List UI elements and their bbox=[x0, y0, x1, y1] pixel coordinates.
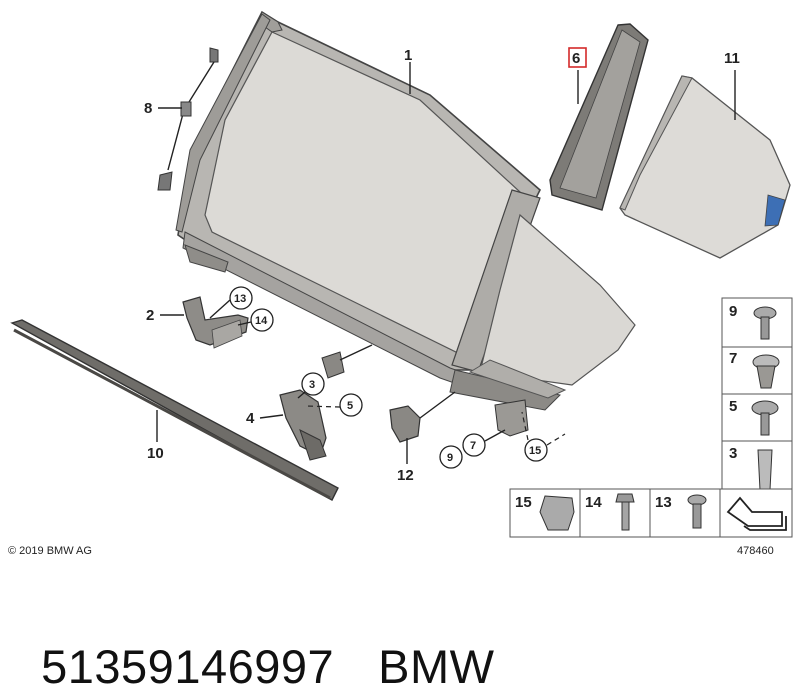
part-4-motor bbox=[279, 389, 327, 461]
part-8-cable bbox=[157, 47, 219, 191]
part-blind-extension bbox=[449, 213, 636, 411]
part-pivot-pin bbox=[321, 344, 373, 379]
clip-nut-7-icon bbox=[752, 354, 780, 389]
part-lower-bracket bbox=[494, 399, 529, 437]
callout-12: 12 bbox=[397, 467, 414, 484]
callout-2: 2 bbox=[146, 307, 154, 324]
legend-5: 5 bbox=[729, 398, 737, 415]
callout-10: 10 bbox=[147, 445, 164, 462]
circled-3: 3 bbox=[309, 379, 315, 391]
copyright-text: © 2019 BMW AG bbox=[8, 545, 92, 557]
callout-11: 11 bbox=[724, 50, 740, 67]
callout-6-highlight-box bbox=[568, 47, 587, 68]
part-caption: 51359146997 BMW bbox=[14, 584, 495, 693]
circled-14: 14 bbox=[255, 315, 268, 327]
legend-right: 9 7 5 3 bbox=[721, 297, 793, 497]
circled-7: 7 bbox=[470, 440, 476, 452]
screw-9-icon bbox=[753, 306, 777, 340]
circled-5: 5 bbox=[347, 400, 353, 412]
callout-6: 6 bbox=[572, 50, 580, 67]
legend-3: 3 bbox=[729, 445, 737, 462]
part-6-cover-strip bbox=[549, 23, 649, 211]
legend-7: 7 bbox=[729, 350, 737, 367]
callout-8: 8 bbox=[144, 100, 152, 117]
circled-9: 9 bbox=[447, 452, 453, 464]
part-11-cover-panel bbox=[619, 75, 791, 259]
legend-13: 13 bbox=[655, 494, 672, 511]
clip-15-icon bbox=[539, 495, 575, 531]
expansion-nut-3-icon bbox=[757, 449, 773, 491]
part-1-sun-blind bbox=[175, 10, 541, 386]
circled-13: 13 bbox=[234, 293, 246, 305]
screw-13-icon bbox=[687, 494, 707, 529]
callout-1: 1 bbox=[404, 47, 412, 64]
legend-bottom: 15 14 13 bbox=[509, 488, 793, 538]
part-2-bracket bbox=[182, 296, 249, 349]
brand-name: BMW bbox=[378, 640, 495, 693]
image-number: 478460 bbox=[737, 545, 774, 557]
part-12-drive bbox=[389, 391, 456, 443]
circled-15: 15 bbox=[529, 445, 541, 457]
part-number: 51359146997 bbox=[41, 640, 335, 693]
legend-9: 9 bbox=[729, 303, 737, 320]
legend-14: 14 bbox=[585, 494, 602, 511]
screw-5-icon bbox=[751, 400, 779, 436]
circled-callouts: 13 14 3 5 9 7 15 bbox=[209, 286, 566, 469]
arrow-symbol-icon bbox=[726, 496, 787, 531]
parts-diagram: 1 6 11 8 2 4 10 12 13 14 3 5 9 7 bbox=[8, 10, 793, 557]
legend-15: 15 bbox=[515, 494, 532, 511]
part-10-seal bbox=[10, 319, 339, 501]
bolt-14-icon bbox=[615, 493, 635, 531]
callout-4: 4 bbox=[246, 410, 255, 427]
callouts: 1 6 11 8 2 4 10 12 bbox=[144, 47, 740, 484]
